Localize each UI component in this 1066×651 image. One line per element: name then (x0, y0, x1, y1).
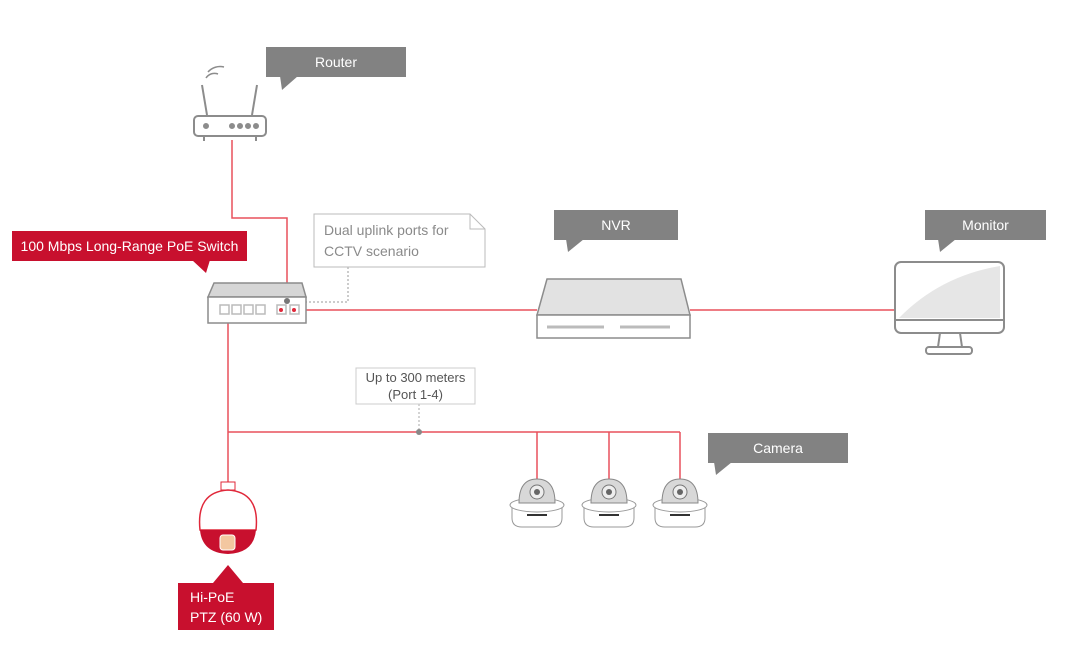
distance-note: Up to 300 meters (Port 1-4) (356, 369, 475, 403)
uplink-note-line2: CCTV scenario (324, 243, 419, 259)
junction-dot (416, 429, 422, 435)
uplink-note-connector (290, 267, 349, 303)
ptz-label-line2: PTZ (60 W) (190, 608, 263, 625)
ptz-label: Hi-PoE PTZ (60 W) (178, 583, 274, 630)
dome-camera-icon (581, 478, 637, 528)
router-cable (231, 140, 288, 310)
nvr-icon (536, 278, 691, 339)
monitor-label: Monitor (925, 210, 1046, 240)
cables (227, 140, 895, 482)
ptz-label-line1: Hi-PoE (190, 588, 235, 605)
switch-label: 100 Mbps Long-Range PoE Switch (12, 231, 247, 261)
poe-switch-icon (206, 282, 307, 324)
uplink-note: Dual uplink ports for CCTV scenario (324, 220, 449, 262)
router-label: Router (266, 47, 406, 77)
monitor-icon (894, 261, 1005, 355)
dome-cameras (509, 478, 708, 528)
distance-note-line1: Up to 300 meters (365, 370, 466, 385)
uplink-note-line1: Dual uplink ports for (324, 222, 449, 238)
camera-label: Camera (708, 433, 848, 463)
nvr-label: NVR (554, 210, 678, 240)
router-icon (193, 65, 267, 141)
ptz-camera-icon (198, 481, 258, 554)
dome-camera-icon (652, 478, 708, 528)
uplink-note-box (313, 213, 486, 268)
dome-camera-icon (509, 478, 565, 528)
distance-note-line2: (Port 1-4) (388, 387, 443, 402)
distance-note-box (355, 367, 476, 405)
